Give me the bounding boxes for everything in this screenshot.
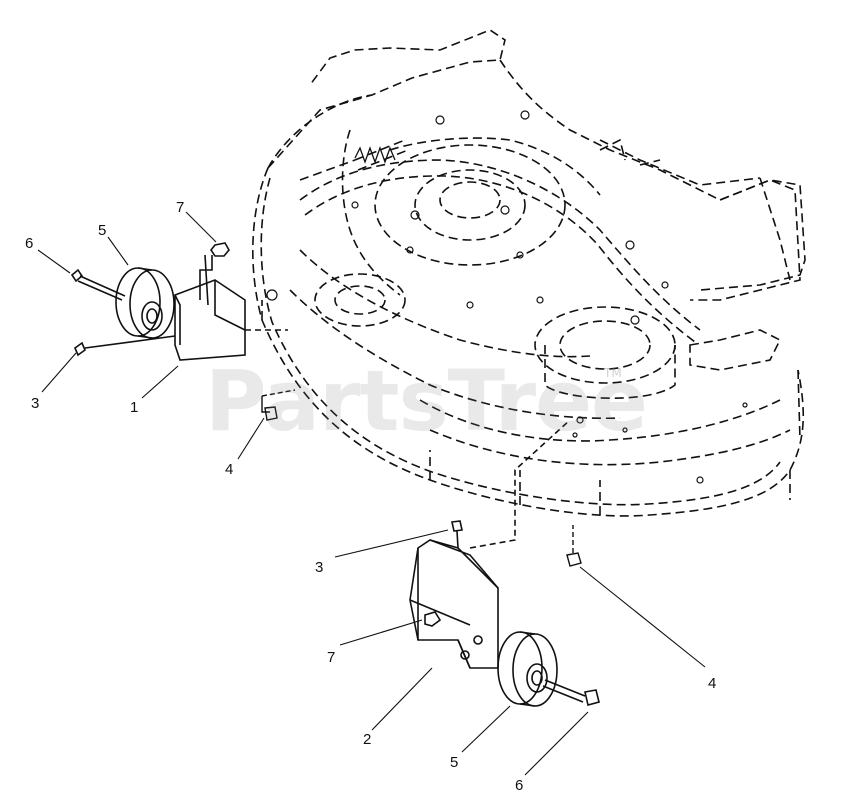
mower-deck-housing (252, 29, 806, 517)
callout-6-left: 6 (25, 235, 34, 252)
callout-3-left: 3 (31, 395, 40, 412)
callout-4-right: 4 (708, 675, 717, 692)
callout-2: 2 (363, 731, 372, 748)
callout-5-right: 5 (450, 754, 459, 771)
right-gauge-wheel-assembly (409, 419, 600, 707)
callout-4-left: 4 (225, 461, 234, 478)
callout-6-right: 6 (515, 777, 524, 794)
tension-spring (354, 146, 396, 164)
callout-3-right: 3 (315, 559, 324, 576)
callout-1: 1 (130, 399, 139, 416)
callout-7-left: 7 (176, 199, 185, 216)
left-gauge-wheel-assembly (70, 242, 288, 361)
watermark-trademark: TM (604, 366, 622, 380)
left-flange-nut (261, 389, 296, 421)
right-flange-nut (566, 525, 582, 567)
deck-fasteners (266, 110, 748, 484)
callout-7-right: 7 (327, 649, 336, 666)
callout-5-left: 5 (98, 222, 107, 239)
leader-lines (37, 211, 706, 776)
